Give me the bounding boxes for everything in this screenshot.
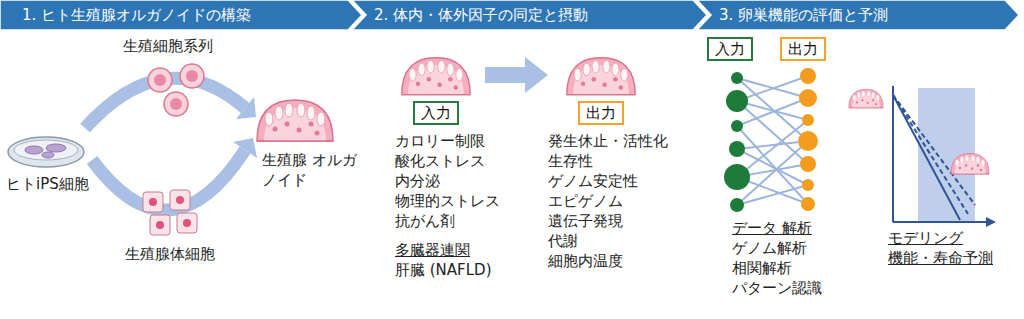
input-circle — [730, 198, 744, 212]
arrow-head — [236, 97, 256, 119]
network-link — [737, 185, 808, 205]
germ-cell-nucleus — [154, 74, 166, 86]
chevron-fill — [0, 0, 362, 30]
network-link — [737, 76, 808, 101]
input-circle — [731, 120, 743, 132]
somatic-arrow — [92, 150, 245, 210]
germ-cell-nucleus — [186, 70, 198, 82]
ips-colony — [25, 146, 43, 154]
block-arrow — [485, 57, 548, 93]
box-label: 出力 — [586, 104, 616, 122]
network-link — [737, 126, 808, 204]
germ-cell — [148, 68, 172, 92]
item-label: 肝臓 (NAFLD) — [395, 260, 492, 280]
item-label: パターン認識 — [732, 278, 822, 298]
input-circle — [729, 141, 745, 157]
culture-dish — [8, 137, 84, 167]
section-heading: 多臓器連関 — [395, 240, 470, 260]
arrow-head — [233, 138, 257, 158]
output-circles — [798, 68, 818, 211]
decline-line — [893, 95, 960, 220]
chevron-fill — [697, 0, 1019, 30]
organoid-before — [402, 58, 470, 95]
output-circle — [800, 156, 816, 172]
network-links — [737, 76, 808, 205]
input-circle — [726, 90, 748, 112]
output-circle — [801, 197, 815, 211]
item-label: 抗がん剤 — [395, 211, 455, 231]
germ-cell — [180, 64, 204, 88]
item-label: 生殖腺体細胞 — [125, 244, 215, 264]
section-heading: 機能・寿命予測 — [888, 248, 993, 268]
germ-cell — [164, 92, 188, 116]
somatic-cell — [150, 215, 170, 235]
item-label: 生殖細胞系列 — [123, 36, 213, 56]
step-banner: 1. ヒト生殖腺オルガノイドの構築 — [0, 0, 362, 30]
somatic-nucleus — [176, 196, 184, 204]
output-box: 出力 — [780, 37, 826, 61]
box-label: 入力 — [715, 40, 745, 58]
item-label: 物理的ストレス — [395, 191, 500, 211]
item-label: 代謝 — [548, 231, 578, 251]
input-circles — [724, 72, 750, 212]
organoid-aged — [951, 154, 989, 175]
somatic-cell — [177, 213, 197, 233]
x-axis — [893, 221, 988, 223]
dish-inner — [14, 140, 78, 160]
somatic-nucleus — [149, 198, 157, 206]
output-box: 出力 — [578, 101, 624, 125]
axis-arrow — [986, 217, 996, 227]
item-label: カロリー制限 — [395, 131, 485, 151]
item-label: 発生休止・活性化 — [548, 131, 668, 151]
item-label: 酸化ストレス — [395, 151, 485, 171]
output-circle — [802, 179, 814, 191]
somatic-cell — [170, 190, 190, 210]
item-label: ヒトiPS細胞 — [6, 174, 89, 194]
output-circle — [799, 89, 817, 107]
decline-line-dashed — [893, 95, 968, 214]
decline-line-dashed — [893, 95, 975, 205]
item-label: 相関解析 — [732, 258, 792, 278]
input-box: 入力 — [707, 37, 753, 61]
output-circle — [800, 68, 816, 84]
ips-colony — [42, 152, 54, 158]
item-label: 遺伝子発現 — [548, 211, 623, 231]
germ-cell-nucleus — [170, 98, 182, 110]
ips-colony — [46, 144, 66, 152]
somatic-cell — [143, 192, 163, 212]
box-label: 入力 — [421, 104, 451, 122]
y-axis — [892, 86, 894, 222]
gonad-organoid — [257, 100, 333, 141]
input-circle — [724, 164, 750, 190]
network-link — [737, 120, 808, 177]
output-circle — [802, 114, 814, 126]
output-circle — [798, 131, 818, 151]
chevron-fill — [352, 0, 707, 30]
box-label: 出力 — [788, 40, 818, 58]
step-title: 1. ヒト生殖腺オルガノイドの構築 — [22, 6, 251, 25]
item-label: 生殖腺 オルガノイド — [262, 150, 362, 190]
item-label: エピゲノム — [548, 191, 623, 211]
item-label: 細胞内温度 — [548, 251, 623, 271]
organoid-small — [849, 89, 883, 107]
step-title: 3. 卵巣機能の評価と予測 — [719, 6, 888, 25]
somatic-nucleus — [156, 221, 164, 229]
somatic-nucleus — [183, 219, 191, 227]
input-box: 入力 — [413, 101, 459, 125]
organoid-after — [567, 58, 635, 95]
item-label: ゲノム安定性 — [548, 171, 638, 191]
step-banner: 3. 卵巣機能の評価と予測 — [697, 0, 1019, 30]
item-label: ゲノム解析 — [732, 238, 807, 258]
step-title: 2. 体内・体外因子の同定と摂動 — [374, 6, 588, 25]
section-heading: モデリング — [888, 228, 963, 248]
input-circle — [731, 72, 743, 84]
step-banner: 2. 体内・体外因子の同定と摂動 — [352, 0, 707, 30]
item-label: 内分泌 — [395, 171, 440, 191]
item-label: 生存性 — [548, 151, 593, 171]
section-heading: データ 解析 — [732, 218, 812, 238]
